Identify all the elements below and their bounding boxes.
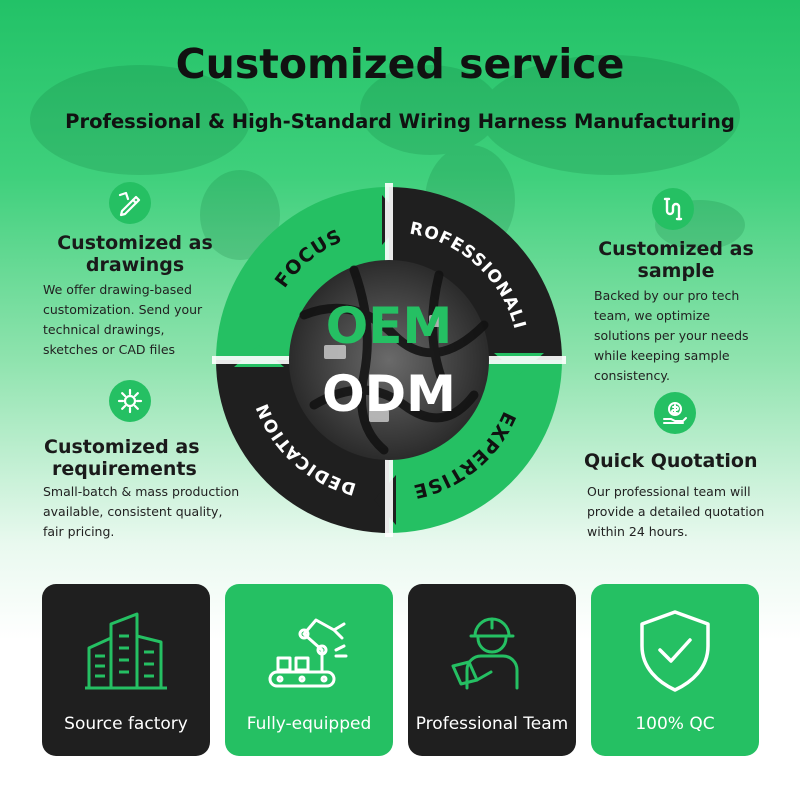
feature-quotation: Quick Quotation Our professional team wi… [580, 392, 770, 552]
card-100-qc: 100% QC [591, 584, 759, 756]
page-subtitle: Professional & High-Standard Wiring Harn… [65, 110, 735, 133]
factory-building-icon [42, 606, 210, 696]
feature-sample-text: Backed by our pro tech [594, 288, 740, 303]
feature-requirements-title: Customized as [44, 436, 200, 458]
dollar-hand-icon [654, 392, 696, 434]
shield-check-icon [591, 606, 759, 696]
gear-icon [109, 380, 151, 422]
feature-drawings-text: We offer drawing-based [43, 282, 192, 297]
feature-sample-text: solutions per your needs [594, 328, 749, 343]
feature-drawings-title: Customized as [57, 232, 213, 254]
card-fully-equipped: Fully-equipped [225, 584, 393, 756]
feature-drawings: Customized as drawings We offer drawing-… [40, 182, 230, 362]
feature-quotation-text: provide a detailed quotation [587, 504, 765, 519]
wheel-center-odm: ODM [322, 365, 456, 423]
pencil-ruler-icon [109, 182, 151, 224]
feature-requirements-title-line2: requirements [52, 458, 197, 480]
feature-sample-text: team, we optimize [594, 308, 711, 323]
feature-drawings-text: sketches or CAD files [43, 342, 176, 357]
feature-requirements-text: Small-batch & mass production [43, 484, 240, 499]
feature-sample: Customized as sample Backed by our pro t… [586, 188, 766, 388]
feature-drawings-title-line2: drawings [85, 254, 185, 276]
feature-quotation-text: within 24 hours. [587, 524, 688, 539]
wheel-center-oem: OEM [326, 297, 452, 355]
feature-drawings-text: customization. Send your [43, 302, 203, 317]
feature-sample-text: while keeping sample [594, 348, 730, 363]
feature-sample-title-line2: sample [637, 260, 715, 282]
robotic-arm-icon [225, 606, 393, 696]
feature-requirements-text: fair pricing. [43, 524, 115, 539]
card-label: 100% QC [635, 714, 715, 734]
feature-sample-text: consistency. [594, 368, 670, 383]
cable-connector-icon [652, 188, 694, 230]
card-label: Source factory [64, 714, 188, 734]
feature-quotation-text: Our professional team will [587, 484, 751, 499]
feature-requirements: Customized as requirements Small-batch &… [40, 380, 250, 550]
card-label: Fully-equipped [246, 714, 372, 734]
feature-requirements-text: available, consistent quality, [43, 504, 223, 519]
card-source-factory: Source factory [42, 584, 210, 756]
card-professional-team: Professional Team [408, 584, 576, 756]
page-title: Customized service [175, 40, 625, 88]
feature-sample-title: Customized as [598, 238, 754, 260]
feature-drawings-text: technical drawings, [43, 322, 165, 337]
engineer-worker-icon [408, 606, 576, 696]
card-label: Professional Team [415, 714, 569, 734]
feature-quotation-title: Quick Quotation [584, 450, 758, 472]
oem-odm-wheel: FOCUS PROFESSIONALIS EXPERTISE DEDICATIO… [204, 175, 566, 537]
harness-photo [289, 260, 489, 460]
